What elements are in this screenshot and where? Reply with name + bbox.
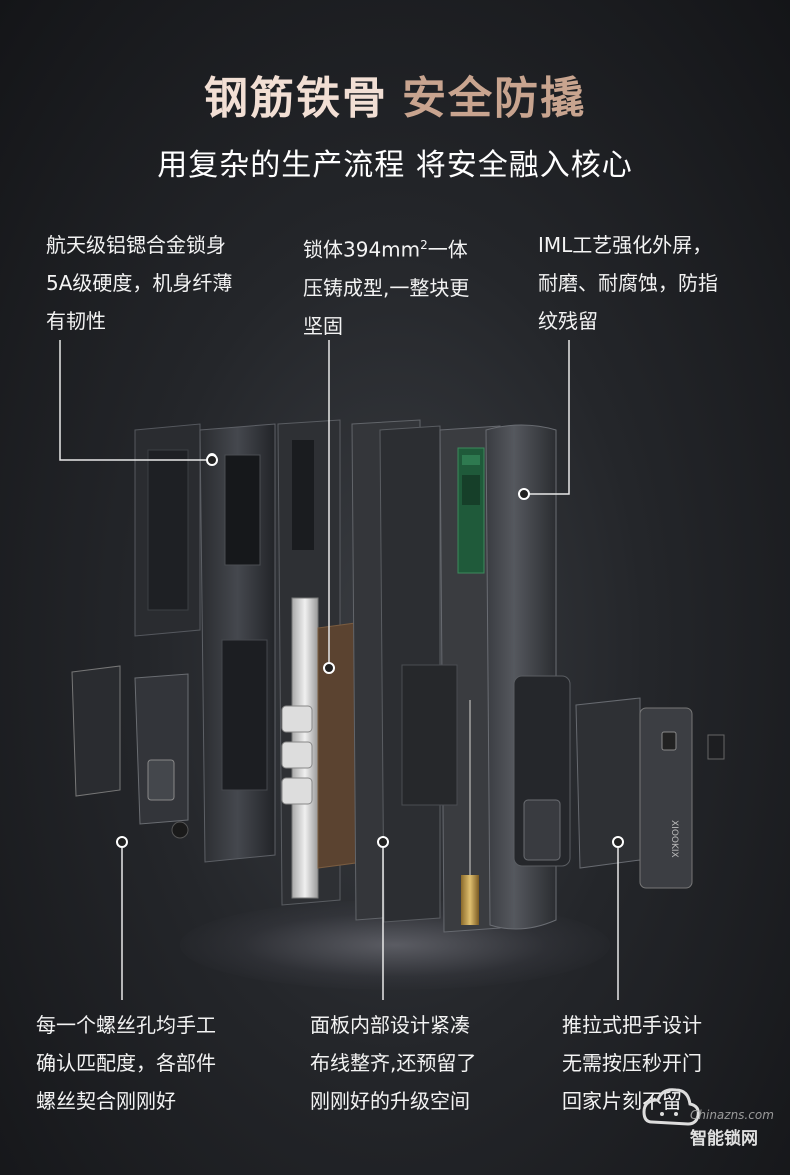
annotation-line: 刚刚好的升级空间 xyxy=(310,1089,470,1113)
inner-handle-assembly xyxy=(71,665,189,839)
annotation-bottom-mid: 面板内部设计紧凑 布线整齐,还预留了 刚刚好的升级空间 xyxy=(310,1006,476,1120)
annotation-line: 纹残留 xyxy=(538,309,598,333)
annotation-line: 航天级铝锶合金锁身 xyxy=(46,233,226,257)
page-title: 钢筋铁骨安全防撬 xyxy=(0,62,790,126)
callout-dot xyxy=(116,836,128,848)
callout-dot xyxy=(206,454,218,466)
product-brand-label: XIOOKIX xyxy=(669,820,679,858)
title-part-2: 安全防撬 xyxy=(402,73,586,124)
page-subtitle: 用复杂的生产流程 将安全融入核心 xyxy=(157,148,633,183)
annotation-line: 压铸成型,一整块更 xyxy=(303,275,470,300)
callout-dot xyxy=(518,488,530,500)
annotation-line: 推拉式把手设计 xyxy=(562,1013,702,1037)
annotation-text: 锁体394mm xyxy=(303,237,421,262)
callout-dot xyxy=(612,836,624,848)
annotation-line: 有韧性 xyxy=(46,309,106,333)
annotation-top-mid: 锁体394mm2一体 压铸成型,一整块更 坚固 xyxy=(303,226,469,345)
annotation-line: 耐磨、耐腐蚀，防指 xyxy=(538,271,718,295)
annotation-line: 每一个螺丝孔均手工 xyxy=(36,1013,216,1037)
annotation-line: 布线整齐,还预留了 xyxy=(310,1051,477,1075)
annotation-line: 面板内部设计紧凑 xyxy=(310,1013,470,1037)
leader-line-top-left xyxy=(59,340,212,461)
annotation-line: 5A级硬度，机身纤薄 xyxy=(46,271,233,295)
callout-dot xyxy=(323,662,335,674)
back-frame xyxy=(134,423,201,637)
steel-bolt-plate xyxy=(281,597,319,899)
annotation-line: 无需按压秒开门 xyxy=(562,1051,702,1075)
outer-handle-assembly: XIOOKIX xyxy=(575,697,725,889)
annotation-bottom-right: 推拉式把手设计 无需按压秒开门 回家片刻不留 xyxy=(562,1006,702,1120)
watermark-domain: Chinazns.com xyxy=(690,1108,774,1122)
annotation-line: 螺丝契合刚刚好 xyxy=(36,1089,176,1113)
annotation-line: 锁体394mm2一体 xyxy=(303,226,469,269)
front-outer-panel xyxy=(485,424,571,930)
title-part-1: 钢筋铁骨 xyxy=(204,73,388,124)
annotation-text: 一体 xyxy=(427,237,468,262)
annotation-top-left: 航天级铝锶合金锁身 5A级硬度，机身纤薄 有韧性 xyxy=(46,226,232,340)
annotation-line: 确认匹配度，各部件 xyxy=(36,1051,216,1075)
aluminum-lock-body xyxy=(199,423,276,863)
circuit-board-frame xyxy=(401,425,501,933)
annotation-bottom-left: 每一个螺丝孔均手工 确认匹配度，各部件 螺丝契合刚刚好 xyxy=(36,1006,216,1120)
watermark-logo-icon xyxy=(642,1088,700,1126)
annotation-sup: 2 xyxy=(420,238,428,252)
annotation-line: IML工艺强化外屏， xyxy=(538,233,713,257)
annotation-top-right: IML工艺强化外屏， 耐磨、耐腐蚀，防指 纹残留 xyxy=(538,226,718,340)
leader-line-top-right xyxy=(524,340,570,495)
annotation-line: 坚固 xyxy=(303,313,343,338)
watermark-name: 智能锁网 xyxy=(690,1129,758,1149)
callout-dot xyxy=(377,836,389,848)
